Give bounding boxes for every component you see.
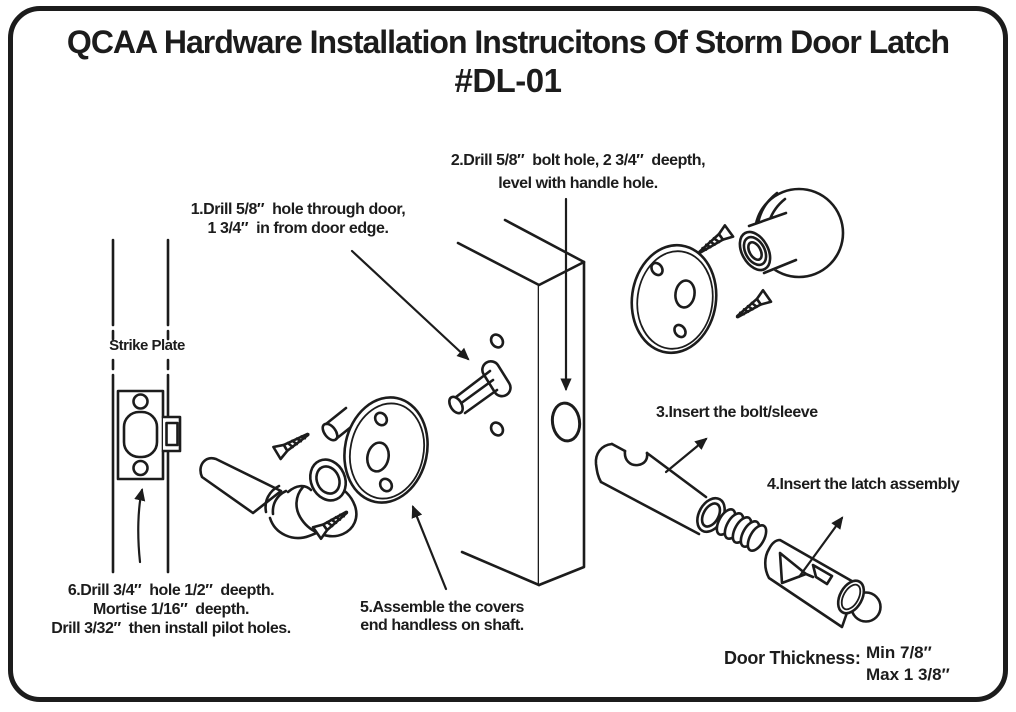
bolt-sleeve — [594, 442, 726, 536]
step1-line2: 1 3/4″ in from door edge. — [207, 220, 389, 237]
step1-line1: 1.Drill 5/8″ hole through door, — [190, 201, 406, 218]
model-number: #DL-01 — [454, 62, 562, 99]
step1-note: 1.Drill 5/8″ hole through door, 1 3/4″ i… — [181, 200, 415, 238]
step2-line1: 2.Drill 5/8″ bolt hole, 2 3/4″ deepth, — [450, 152, 706, 169]
knob-cover-plate — [630, 243, 718, 355]
step2-note: 2.Drill 5/8″ bolt hole, 2 3/4″ deepth, l… — [428, 149, 728, 195]
sheet-border — [8, 6, 1008, 702]
strike-plate-label: Strike Plate — [109, 337, 185, 354]
step6-line1: 6.Drill 3/4″ hole 1/2″ deepth. — [67, 582, 275, 599]
door-spindle — [448, 360, 512, 415]
page-title: QCAA Hardware Installation Instrucitons … — [66, 24, 950, 60]
door-jamb-lines — [111, 238, 170, 574]
step6-note: 6.Drill 3/4″ hole 1/2″ deepth. Mortise 1… — [30, 581, 312, 638]
arrow-step1 — [350, 249, 470, 361]
step4-note: 4.Insert the latch assembly — [767, 476, 960, 493]
step2-line2: level with handle hole. — [498, 175, 658, 192]
step3-note: 3.Insert the bolt/sleeve — [656, 404, 818, 421]
step6-line2: Mortise 1/16″ deepth. — [92, 601, 250, 618]
arrow-step4 — [797, 516, 844, 579]
step5-line1: 5.Assemble the covers — [360, 599, 524, 616]
spring — [715, 507, 768, 553]
door-thickness-label: Door Thickness: — [724, 648, 861, 668]
lever-handle — [199, 456, 358, 540]
arrow-step6 — [134, 487, 146, 564]
cover-rosette — [343, 396, 429, 504]
door-thickness-max: Max 1 3/8″ — [866, 665, 950, 684]
step6-line3: Drill 3/32″ then install pilot holes. — [51, 620, 291, 637]
arrow-step5 — [411, 505, 448, 591]
strike-plate — [116, 389, 182, 481]
step5-line2: end handless on shaft. — [360, 617, 524, 634]
step5-note: 5.Assemble the covers end handless on sh… — [346, 599, 538, 635]
bolt-hole — [550, 401, 582, 443]
knob — [738, 187, 845, 279]
arrow-step3 — [664, 437, 708, 474]
door-slab — [456, 218, 586, 587]
door-thickness-min: Min 7/8″ — [866, 643, 932, 662]
